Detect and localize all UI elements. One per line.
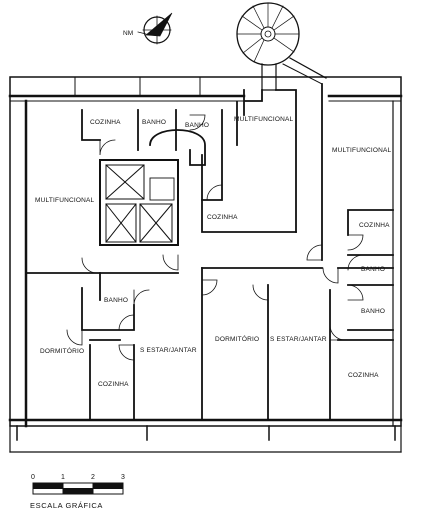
label-dormitorio-center: DORMITÓRIO — [215, 334, 259, 343]
label-cozinha-lower-left: COZINHA — [98, 381, 129, 388]
label-cozinha-top: COZINHA — [90, 119, 121, 126]
building-outline — [8, 76, 403, 453]
north-label: NM — [123, 30, 133, 37]
label-multifuncional-center: MULTIFUNCIONAL — [234, 116, 294, 123]
spiral-staircase — [236, 2, 327, 91]
scale-caption: ESCALA GRÁFICA — [30, 501, 103, 510]
label-banho-lower-left: BANHO — [104, 297, 128, 304]
label-banho-top-1: BANHO — [142, 119, 166, 126]
label-cozinha-lower-right: COZINHA — [348, 372, 379, 379]
label-dormitorio-left: DORMITÓRIO — [40, 346, 84, 355]
label-banho-right-1: BANHO — [361, 266, 385, 273]
label-estar-jantar-center: S ESTAR/JANTAR — [270, 336, 327, 343]
label-multifuncional-left: MULTIFUNCIONAL — [35, 197, 95, 204]
scale-tick-0: 0 — [31, 474, 35, 481]
room-labels: NM COZINHA BANHO BANHO MULTIFUNCIONAL MU… — [35, 30, 392, 388]
label-multifuncional-right: MULTIFUNCIONAL — [332, 147, 392, 154]
label-cozinha-center: COZINHA — [207, 214, 238, 221]
scale-tick-3: 3 — [121, 474, 125, 481]
scale-tick-1: 1 — [61, 474, 65, 481]
interior-walls — [25, 83, 394, 421]
scale-labels: 0 1 2 3 ESCALA GRÁFICA — [30, 474, 125, 510]
elevator-shafts — [105, 164, 175, 243]
label-cozinha-right: COZINHA — [359, 222, 390, 229]
scale-bar — [32, 482, 124, 495]
door-swings — [66, 114, 364, 361]
label-banho-top-2: BANHO — [185, 122, 209, 129]
north-arrow — [137, 12, 173, 45]
label-estar-jantar-left: S ESTAR/JANTAR — [140, 347, 197, 354]
label-banho-right-2: BANHO — [361, 308, 385, 315]
scale-tick-2: 2 — [91, 474, 95, 481]
